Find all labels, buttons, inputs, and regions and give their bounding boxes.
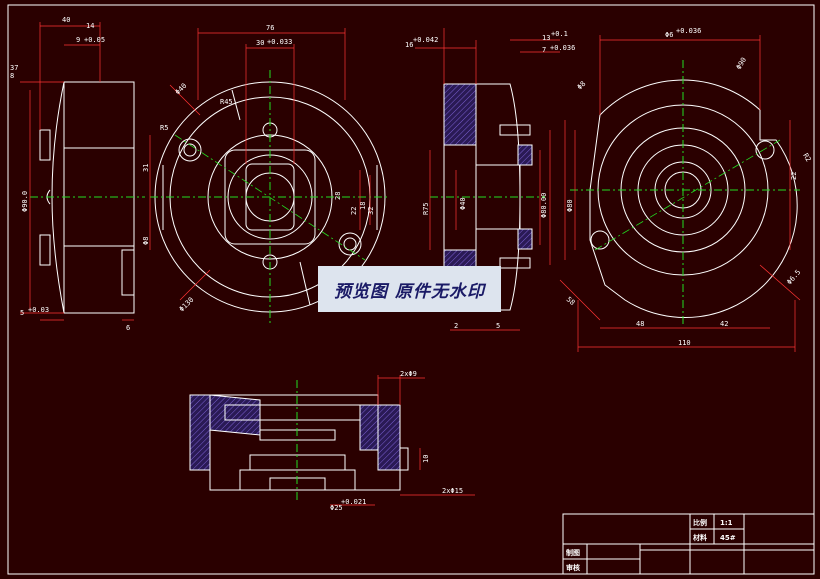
dim-sec-top2-tol: +0.1 [551,30,568,38]
dim-right-h: 42 [720,320,728,328]
side-view [39,81,135,314]
dim-right-g: 48 [636,320,644,328]
dim-sec-c: Φ80.00 [540,193,548,218]
dim-sec-top2: 13 [542,34,550,42]
dim-right-top: Φ6 [665,31,673,39]
bottom-dims [330,375,475,506]
material-label: 材料 [692,533,707,542]
checked-label: 审核 [566,563,580,572]
material-value: 45# [720,534,736,542]
dim-side-bottom-tol: +0.03 [28,306,49,314]
dim-side-top: 40 [62,16,70,24]
front-centerline-d [174,134,366,261]
dim-front-top2-tol: +0.033 [267,38,292,46]
dim-front-i: Φ130 [178,296,196,314]
dim-right-c: Φ80 [566,199,574,212]
dim-bot-d-tol: +0.021 [341,498,366,506]
dim-side-tol: +0.05 [84,36,105,44]
front-dims [149,28,371,301]
right-centerline-d [594,139,781,251]
dim-side-top2: 14 [86,22,94,30]
dim-bot-d: Φ25 [330,504,343,512]
bottom-section-view [189,394,409,491]
dim-bot-b: 10 [422,455,430,463]
dim-front-top2: 30 [256,39,264,47]
dim-bot-c: 2xΦ15 [442,487,463,495]
dim-front-j: R5 [160,124,168,132]
dim-sec-bottom: 2 [454,322,458,330]
dim-side-left-a: 37 [10,64,18,72]
dim-sec-a: R75 [422,202,430,215]
dim-side-bottom-r: 6 [126,324,130,332]
title-block [562,513,815,575]
side-dims [20,22,134,321]
dim-sec-b: Φ40 [459,197,467,210]
dim-front-b: R45 [220,98,233,106]
dim-right-d: R2 [801,152,812,163]
dim-right-j: Φ6.5 [785,268,802,286]
dim-right-top-tol: +0.036 [676,27,701,35]
dim-front-f: 18 [359,202,367,210]
drawn-label: 制图 [566,548,580,557]
preview-watermark: 预览图 原件无水印 [318,266,501,312]
dim-side-bottom: 5 [20,309,24,317]
dim-side-top3: 9 [76,36,80,44]
right-dims [559,35,801,352]
dim-front-e: 22 [350,207,358,215]
dim-side-vert: Φ90.0 [21,191,29,212]
section-dims [415,28,560,331]
dim-right-b: Φ90 [735,56,748,71]
dim-front-top: 76 [266,24,274,32]
dim-side-left-b: 8 [10,72,14,80]
dim-sec-top-tol: +0.042 [413,36,438,44]
right-view [589,79,798,318]
dim-right-i: 110 [678,339,691,347]
dim-bot-a: 2xΦ9 [400,370,417,378]
dim-front-c: 31 [142,164,150,172]
dim-front-a: Φ40 [174,82,189,97]
scale-value: 1:1 [720,519,733,527]
dim-sec-bottom2: 5 [496,322,500,330]
dim-sec-top3-tol: +0.036 [550,44,575,52]
dim-front-d: Φ8 [142,237,150,245]
dim-right-a: Φ8 [576,80,588,92]
dim-right-f: 58 [565,295,577,307]
watermark-text: 预览图 原件无水印 [334,281,485,302]
dim-sec-top3: 7 [542,46,546,54]
scale-label: 比例 [693,518,707,527]
dim-right-e: 22 [790,172,798,180]
dim-front-h: 28 [334,192,342,200]
dim-front-g: 32 [367,207,375,215]
drawing-border [7,4,815,575]
dim-sec-top: 16 [405,41,413,49]
